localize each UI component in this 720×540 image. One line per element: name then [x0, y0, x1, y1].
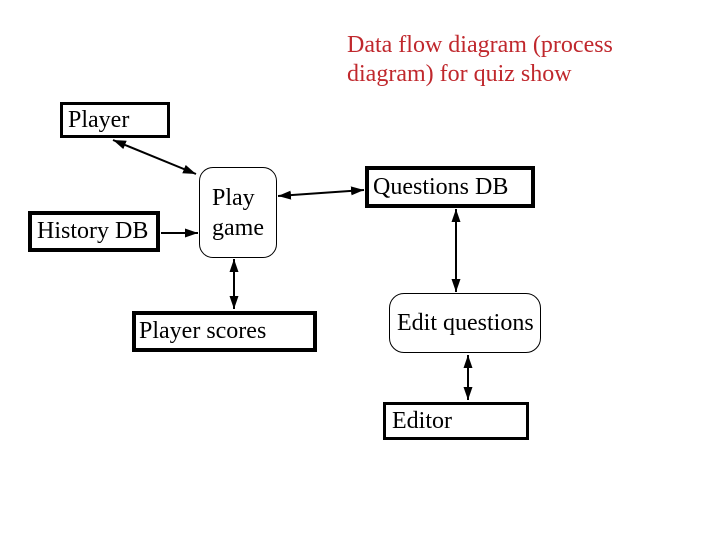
node-edit-questions-label: Edit questions [397, 309, 534, 336]
node-player-label: Player [68, 106, 130, 133]
node-editor-label: Editor [392, 407, 452, 434]
slide-title-line-2: diagram) for quiz show [347, 61, 572, 87]
edge-player-play-game [112, 139, 197, 175]
node-questions-db-label: Questions DB [373, 173, 509, 200]
slide-title: Data flow diagram (process diagram) for … [347, 31, 647, 89]
slide-title-line-1: Data flow diagram (process [347, 32, 613, 58]
node-history-db-label: History DB [37, 218, 149, 244]
node-questions-db: Questions DB [365, 166, 535, 208]
edge-play-game-questions-db [277, 186, 365, 200]
node-play-game: Play game [199, 167, 277, 258]
node-player: Player [60, 102, 170, 138]
node-edit-questions: Edit questions [389, 293, 541, 353]
node-play-game-label: Play game [212, 184, 264, 241]
node-editor: Editor [383, 402, 529, 440]
node-player-scores: Player scores [132, 311, 317, 352]
node-history-db: History DB [28, 211, 160, 252]
node-player-scores-label: Player scores [139, 318, 267, 344]
